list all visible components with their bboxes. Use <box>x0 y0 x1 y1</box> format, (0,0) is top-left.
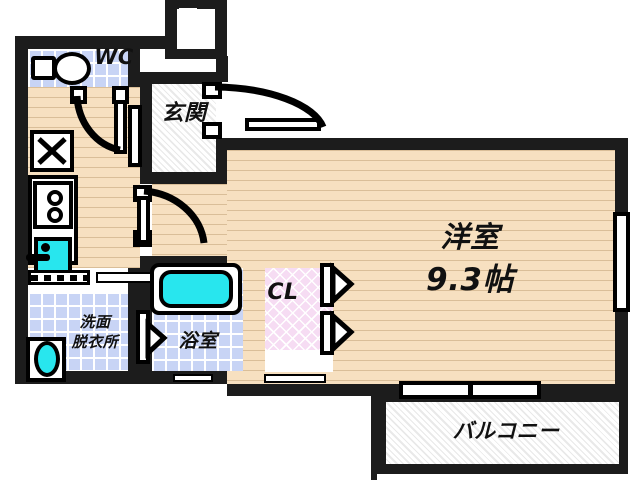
washing-machine-pan <box>28 270 90 285</box>
wall-entrance-right-lower <box>216 138 228 184</box>
wall-main-top <box>227 138 627 150</box>
east-window[interactable] <box>613 212 630 312</box>
range-hood-icon <box>30 130 74 172</box>
label-closet: CL <box>267 280 299 305</box>
entry-door-hinge-bottom[interactable] <box>202 122 222 139</box>
balcony-door-mullion <box>468 381 473 399</box>
wall-wc-right <box>128 49 140 87</box>
genkan-inner-opening[interactable] <box>128 105 142 167</box>
wall-entrance-right-upper <box>216 56 228 82</box>
bathtub <box>159 270 233 308</box>
washroom-shelf-line <box>96 272 158 283</box>
two-burner-stove <box>33 181 73 229</box>
wall-entry-porch-left <box>165 0 177 56</box>
vanity-basin <box>34 341 60 377</box>
wall-top-left <box>15 36 167 49</box>
toilet-door-leaf[interactable] <box>114 100 127 154</box>
wall-left-outer <box>15 36 28 384</box>
toilet-door-swing-arc <box>73 95 121 154</box>
toilet-bowl <box>53 52 91 85</box>
label-toilet: WC <box>94 45 134 69</box>
wall-main-bottom-left <box>227 384 377 396</box>
wall-entry-porch-bottom <box>165 49 227 59</box>
hall-door-swing-arc <box>143 187 208 244</box>
closet-lower-shelf <box>265 350 333 372</box>
entry-alcove-opening <box>179 8 197 56</box>
room-main <box>227 150 615 384</box>
label-balcony: バルコニー <box>452 419 560 443</box>
balcony-outer-rail <box>371 396 377 480</box>
label-washroom: 洗面 脱衣所 <box>71 313 119 352</box>
hall-door-leaf[interactable] <box>137 196 150 244</box>
wall-entry-porch-right <box>215 0 227 56</box>
wall-entrance-bottom <box>140 172 228 184</box>
kitchen-faucet <box>26 254 50 261</box>
label-entrance: 玄関 <box>161 101 207 126</box>
closet-door-chevron-lower <box>330 310 355 355</box>
bath-threshold <box>173 374 213 382</box>
label-main-room-size: 9.3帖 <box>426 262 514 298</box>
closet-door-chevron-upper <box>330 262 355 307</box>
bath-door-chevron <box>145 318 168 359</box>
entry-door-swing-arc <box>214 83 327 129</box>
wall-entry-porch-top <box>165 0 227 9</box>
kitchen-drain <box>41 243 50 252</box>
wall-entrance-top <box>140 72 228 84</box>
closet-shelf-strip <box>264 374 326 383</box>
room-balcony <box>386 402 619 464</box>
wall-entrance-left <box>140 83 152 183</box>
label-bath: 浴室 <box>178 330 218 352</box>
label-main-room: 洋室 <box>440 220 500 254</box>
